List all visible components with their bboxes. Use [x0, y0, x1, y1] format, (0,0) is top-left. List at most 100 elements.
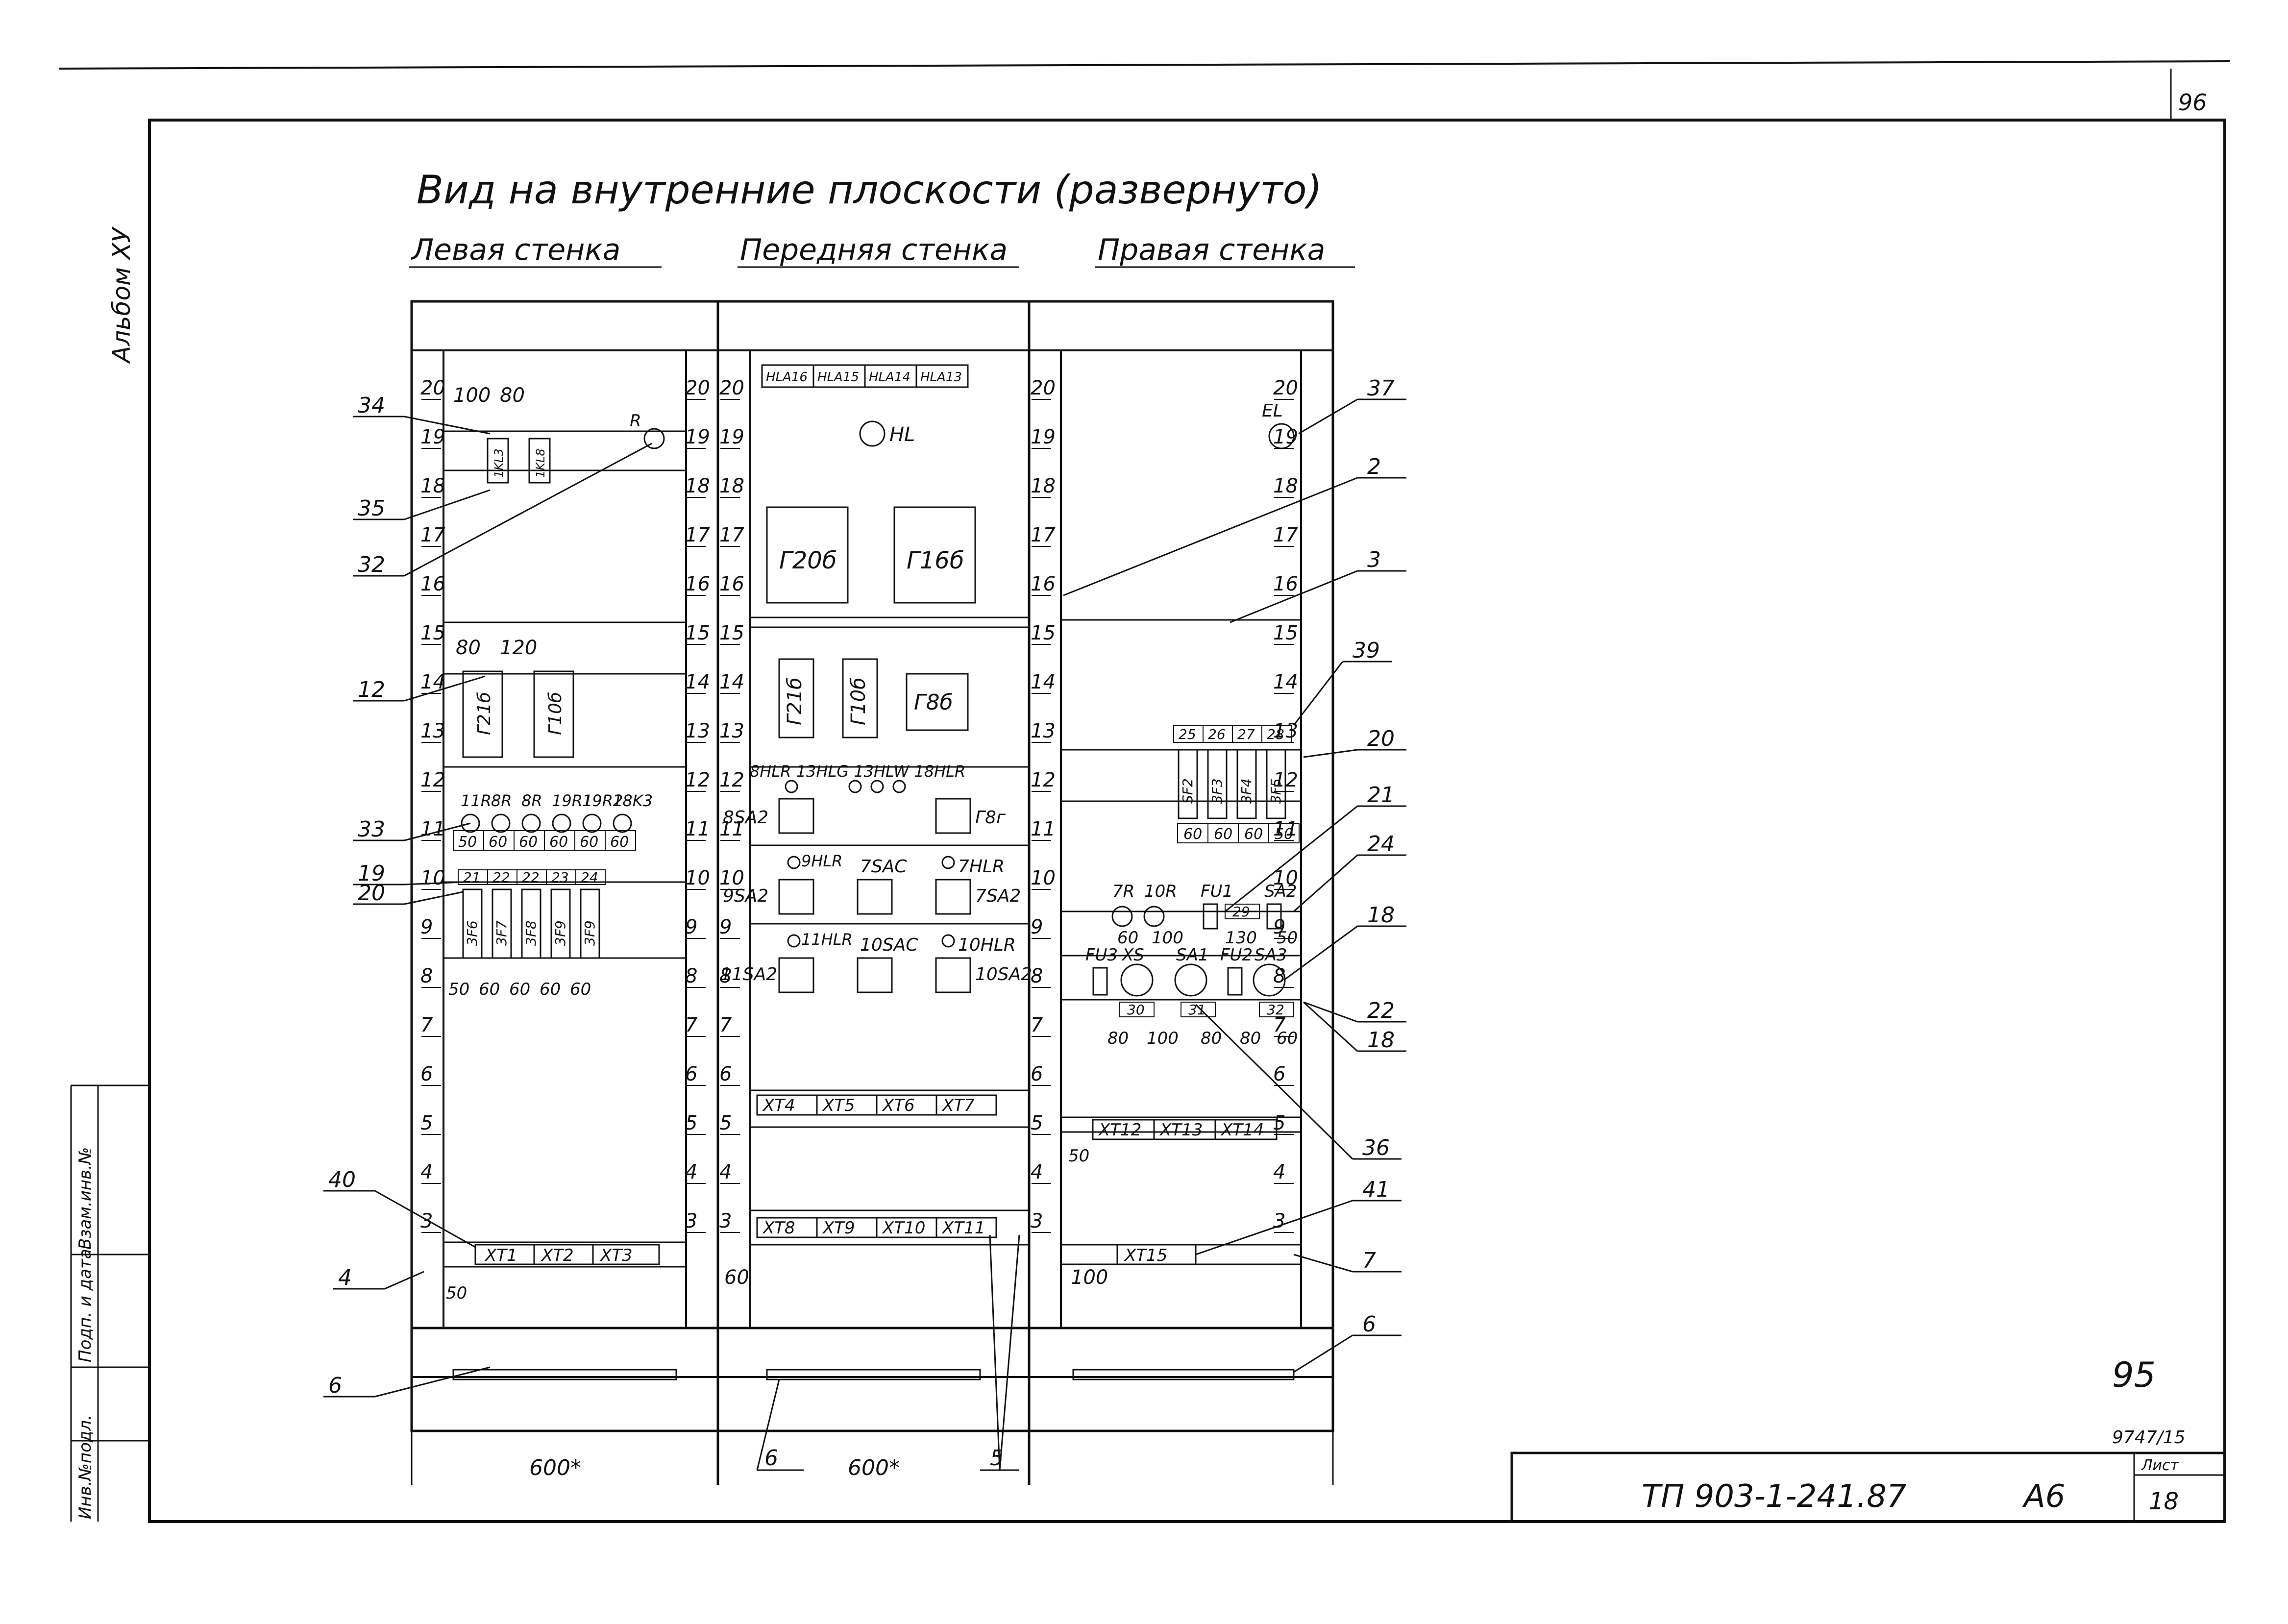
- right-row1-dim: 130: [1225, 928, 1257, 948]
- sheet-code: А6: [2022, 1478, 2066, 1515]
- front-sw-row3-b: 10SA2: [975, 964, 1032, 984]
- callout-number: 34: [358, 393, 385, 418]
- scale-number: 16: [719, 573, 744, 595]
- callout-number: 36: [1362, 1135, 1390, 1160]
- callout-number: 3: [1367, 547, 1381, 572]
- scale-number: 11: [420, 818, 445, 840]
- callout-number: 33: [358, 817, 385, 842]
- front-lamp-top: HLA16: [766, 370, 808, 385]
- callout-leader: [384, 1271, 424, 1290]
- callout-leader: [374, 1190, 476, 1248]
- left-breaker-num: 21: [463, 869, 481, 886]
- left-breaker-dim: 60: [540, 980, 561, 999]
- scale-number: 12: [719, 769, 744, 791]
- right-breaker-num: 27: [1237, 726, 1255, 742]
- scale-number: 15: [685, 622, 710, 644]
- right-lamp: [1111, 906, 1133, 927]
- left-breaker-dim: 60: [479, 980, 500, 999]
- callout-number: 18: [1367, 903, 1395, 928]
- scale-number: 8: [420, 965, 433, 987]
- scale-number: 17: [719, 524, 744, 546]
- scale-number: 20: [420, 377, 445, 399]
- front-lamp-top-cell: [915, 364, 969, 388]
- scale-number: 17: [685, 524, 710, 546]
- front-terminal-upper-cell: [935, 1094, 997, 1116]
- left-lamp-label: 18K3: [613, 791, 653, 810]
- callout-number: 4: [338, 1265, 352, 1290]
- right-dev-row1-label: 10R: [1144, 882, 1177, 901]
- scale-number: 15: [420, 622, 445, 644]
- drawing-title: Вид на внутренние плоскости (развернуто): [417, 167, 1322, 213]
- callout-leader: [1225, 805, 1358, 912]
- front-relay-mid-3: Г8б: [914, 690, 953, 715]
- right-round-device: [1120, 963, 1154, 997]
- callout-leader: [756, 1379, 780, 1471]
- callout-leader: [404, 881, 464, 886]
- left-lamp: [461, 813, 480, 833]
- scale-number: 20: [1273, 377, 1298, 399]
- scale-number: 16: [1273, 573, 1298, 595]
- scale-number: 16: [420, 573, 445, 595]
- callout-number: 7: [1362, 1248, 1376, 1273]
- callout-number: 18: [1367, 1028, 1395, 1053]
- callout-number: 20: [358, 881, 385, 906]
- right-dev-row1-label: 7R: [1112, 882, 1134, 901]
- scale-number: 20: [1031, 377, 1056, 399]
- left-lamp-dim: 60: [610, 834, 629, 851]
- callout-number: 6: [328, 1373, 342, 1398]
- scale-number: 4: [685, 1161, 697, 1183]
- callout-leader: [1303, 749, 1358, 758]
- front-relay-top-1: Г20б: [779, 547, 836, 574]
- left-dim-mid-2: 120: [500, 637, 537, 659]
- callout-leader: [1293, 854, 1358, 912]
- right-breaker-num: 26: [1208, 726, 1226, 742]
- sheet-frame: [58, 60, 2230, 1523]
- left-breaker-dim: 60: [509, 980, 530, 999]
- callout-number: 19: [358, 861, 385, 886]
- front-terminal-upper: XT7: [941, 1096, 975, 1115]
- scale-number: 11: [685, 818, 710, 840]
- scale-number: 18: [685, 475, 710, 497]
- scale-number: 3: [685, 1210, 697, 1232]
- right-row2-num-cell: [1181, 1002, 1216, 1017]
- scale-number: 20: [685, 377, 710, 399]
- scale-number: 13: [420, 720, 445, 742]
- front-relay-mid-2: Г10б: [847, 677, 870, 725]
- scale-number: 13: [685, 720, 710, 742]
- scale-number: 19: [719, 426, 744, 448]
- scale-number: 5: [685, 1112, 697, 1134]
- left-breaker: [492, 888, 512, 959]
- left-breaker: [550, 888, 571, 959]
- callout-number: 2: [1367, 454, 1381, 479]
- scale-number: 12: [1031, 769, 1056, 791]
- front-lamp-row2-b: 7SAC: [860, 857, 907, 877]
- right-dev-row2-label: FU3: [1085, 945, 1118, 965]
- left-breaker-label: 3F7: [493, 920, 510, 946]
- left-breaker-dim: 60: [570, 980, 591, 999]
- front-lamp-row3-c: 10HLR: [958, 935, 1016, 955]
- right-breaker-dim: 60: [1214, 826, 1232, 843]
- right-row2-num: 32: [1267, 1002, 1284, 1018]
- callout-number: 24: [1367, 832, 1395, 857]
- front-sw-row2-a: 9SA2: [723, 886, 768, 906]
- scale-number: 5: [719, 1112, 732, 1134]
- right-row2-num: 30: [1127, 1002, 1145, 1018]
- callout-number: 21: [1367, 783, 1395, 808]
- right-el: EL: [1262, 401, 1283, 421]
- right-fuse: [1227, 967, 1243, 996]
- left-dim-top-2: 80: [500, 384, 525, 407]
- scale-number: 15: [1031, 622, 1056, 644]
- left-breaker: [521, 888, 541, 959]
- left-lamp: [491, 813, 511, 833]
- callout-leader: [1195, 1004, 1353, 1160]
- left-lamp-dim: 60: [489, 834, 507, 851]
- callout-number: 37: [1367, 376, 1395, 401]
- left-relay-top-1: 1KL3: [492, 448, 506, 478]
- scale-number: 16: [1031, 573, 1056, 595]
- left-terminal-dim: 50: [446, 1283, 467, 1303]
- right-breaker: [1236, 749, 1257, 819]
- callout-leader: [404, 443, 652, 577]
- scale-number: 10: [1031, 867, 1056, 889]
- callout-number: 39: [1353, 638, 1380, 663]
- scale-number: 9: [1031, 916, 1043, 938]
